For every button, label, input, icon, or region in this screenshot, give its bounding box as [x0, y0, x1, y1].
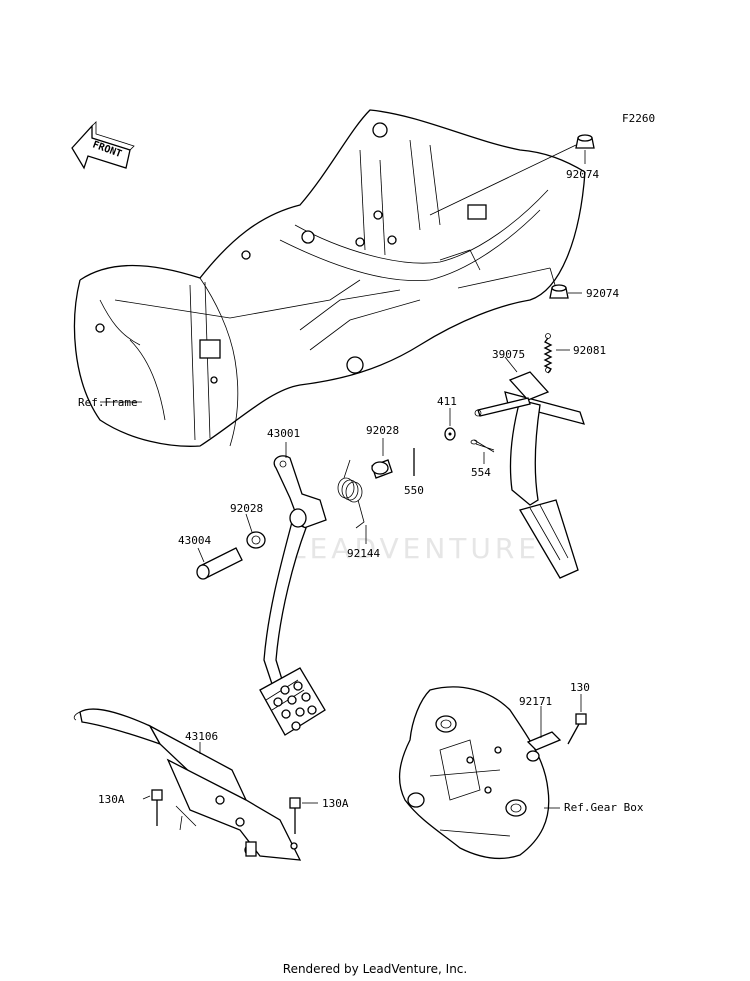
- frame-assembly: [73, 109, 586, 447]
- callout-92074-mid: 92074: [586, 287, 619, 300]
- callout-92144: 92144: [347, 547, 380, 560]
- bolt-130A-left: [142, 789, 163, 826]
- callout-130A-right: 130A: [322, 797, 349, 810]
- footer-credit: Rendered by LeadVenture, Inc.: [282, 962, 468, 976]
- bumper-92074-top: [429, 134, 595, 216]
- brake-pedal-43001: [259, 442, 327, 736]
- callout-39075: 39075: [492, 348, 525, 361]
- callout-92028-left: 92028: [230, 502, 263, 515]
- callout-130A-left: 130A: [98, 793, 125, 806]
- bolt-130A-right: [289, 797, 318, 834]
- callout-92081: 92081: [573, 344, 606, 357]
- bushing-92028-left: [245, 513, 266, 549]
- bracket-92171: [526, 706, 562, 762]
- callout-411: 411: [437, 395, 457, 408]
- gear-box-assembly: [398, 686, 560, 860]
- callout-92028-top: 92028: [366, 424, 399, 437]
- callout-ref-frame: Ref.Frame: [78, 396, 138, 409]
- callout-130: 130: [570, 681, 590, 694]
- spring-92144: [337, 459, 367, 544]
- callout-43106: 43106: [185, 730, 218, 743]
- spring-92081: [543, 333, 570, 374]
- callout-554: 554: [471, 466, 491, 479]
- callout-92074-top: 92074: [566, 168, 599, 181]
- callout-43001: 43001: [267, 427, 300, 440]
- front-arrow-icon: FRONT: [71, 121, 135, 170]
- cotter-pin-554: [470, 439, 495, 464]
- accelerator-pedal-39075: [474, 356, 585, 579]
- callout-550: 550: [404, 484, 424, 497]
- diagram-code: F2260: [622, 112, 655, 125]
- callout-43004: 43004: [178, 534, 211, 547]
- bolt-130-right: [567, 694, 587, 745]
- bumper-92074-mid: [457, 267, 582, 299]
- callout-ref-gear-box: Ref.Gear Box: [564, 801, 644, 814]
- pivot-shaft-43004: [196, 547, 243, 580]
- bushing-92028-top: [371, 438, 393, 479]
- washer-411: [444, 408, 456, 441]
- callout-92171: 92171: [519, 695, 552, 708]
- watermark: LEADVENTURE: [290, 532, 540, 565]
- parking-brake-lever-43106: [73, 708, 302, 861]
